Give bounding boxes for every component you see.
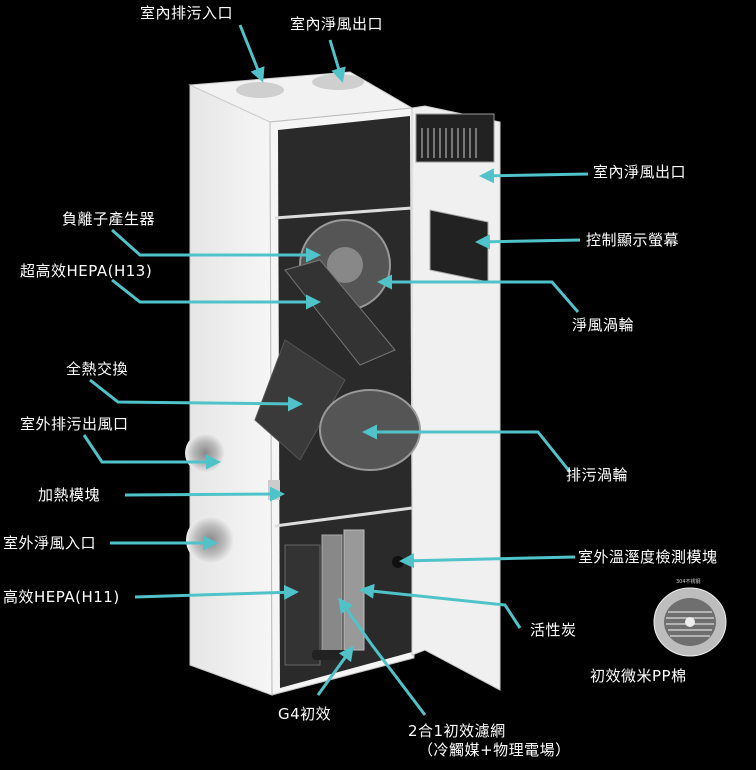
label-two-in-one-filter: 2合1初效濾網 bbox=[408, 722, 506, 740]
label-exhaust-turbine: 排污渦輪 bbox=[566, 466, 629, 484]
arrow-indoor-exhaust-inlet bbox=[238, 24, 265, 83]
arrow-control-display bbox=[475, 234, 581, 250]
label-outdoor-fresh-inlet: 室外淨風入口 bbox=[3, 534, 97, 552]
arrow-two-in-one-filter bbox=[338, 597, 427, 716]
arrow-g4-filter bbox=[316, 645, 354, 696]
label-heating-module: 加熱模塊 bbox=[38, 486, 101, 504]
arrow-anion-generator bbox=[111, 228, 321, 263]
arrow-fresh-outlet-right bbox=[479, 168, 589, 184]
label-indoor-fresh-outlet-top: 室內淨風出口 bbox=[290, 15, 384, 33]
label-anion-generator: 負離子產生器 bbox=[62, 210, 156, 228]
label-fresh-turbine: 淨風渦輪 bbox=[572, 316, 635, 334]
label-hepa-h11: 高效HEPA(H11) bbox=[3, 588, 120, 606]
label-heat-exchange: 全熱交換 bbox=[66, 360, 129, 378]
label-indoor-exhaust-inlet: 室內排污入口 bbox=[140, 4, 234, 22]
label-indoor-fresh-outlet-right: 室內淨風出口 bbox=[593, 163, 687, 181]
product-tag: 304不锈钢 bbox=[676, 579, 701, 585]
arrow-heat-exchange bbox=[89, 378, 303, 412]
label-control-display: 控制顯示螢幕 bbox=[586, 231, 680, 249]
label-hepa-h13: 超高效HEPA(H13) bbox=[20, 262, 153, 280]
label-g4-filter: G4初效 bbox=[278, 705, 332, 723]
arrow-hepa-h11 bbox=[134, 584, 299, 600]
arrow-heating-module bbox=[124, 486, 285, 502]
arrow-outdoor-exhaust-outlet bbox=[82, 434, 221, 470]
arrow-indoor-fresh-outlet-top bbox=[328, 39, 346, 83]
arrow-exhaust-turbine bbox=[362, 424, 572, 473]
arrow-fresh-turbine bbox=[377, 274, 580, 313]
arrow-activated-carbon bbox=[359, 583, 522, 629]
label-pp-cotton: 初效微米PP棉 bbox=[590, 667, 687, 685]
arrow-humidity-module bbox=[399, 553, 576, 569]
pp-cotton-vent-cap bbox=[653, 587, 727, 657]
label-two-in-one-note: （冷觸媒+物理電場） bbox=[418, 741, 571, 759]
label-outdoor-exhaust-outlet: 室外排污出風口 bbox=[20, 415, 129, 433]
arrow-hepa-h13 bbox=[111, 278, 321, 310]
label-activated-carbon: 活性炭 bbox=[530, 621, 577, 639]
label-humidity-module: 室外溫溼度檢測模塊 bbox=[578, 548, 718, 566]
